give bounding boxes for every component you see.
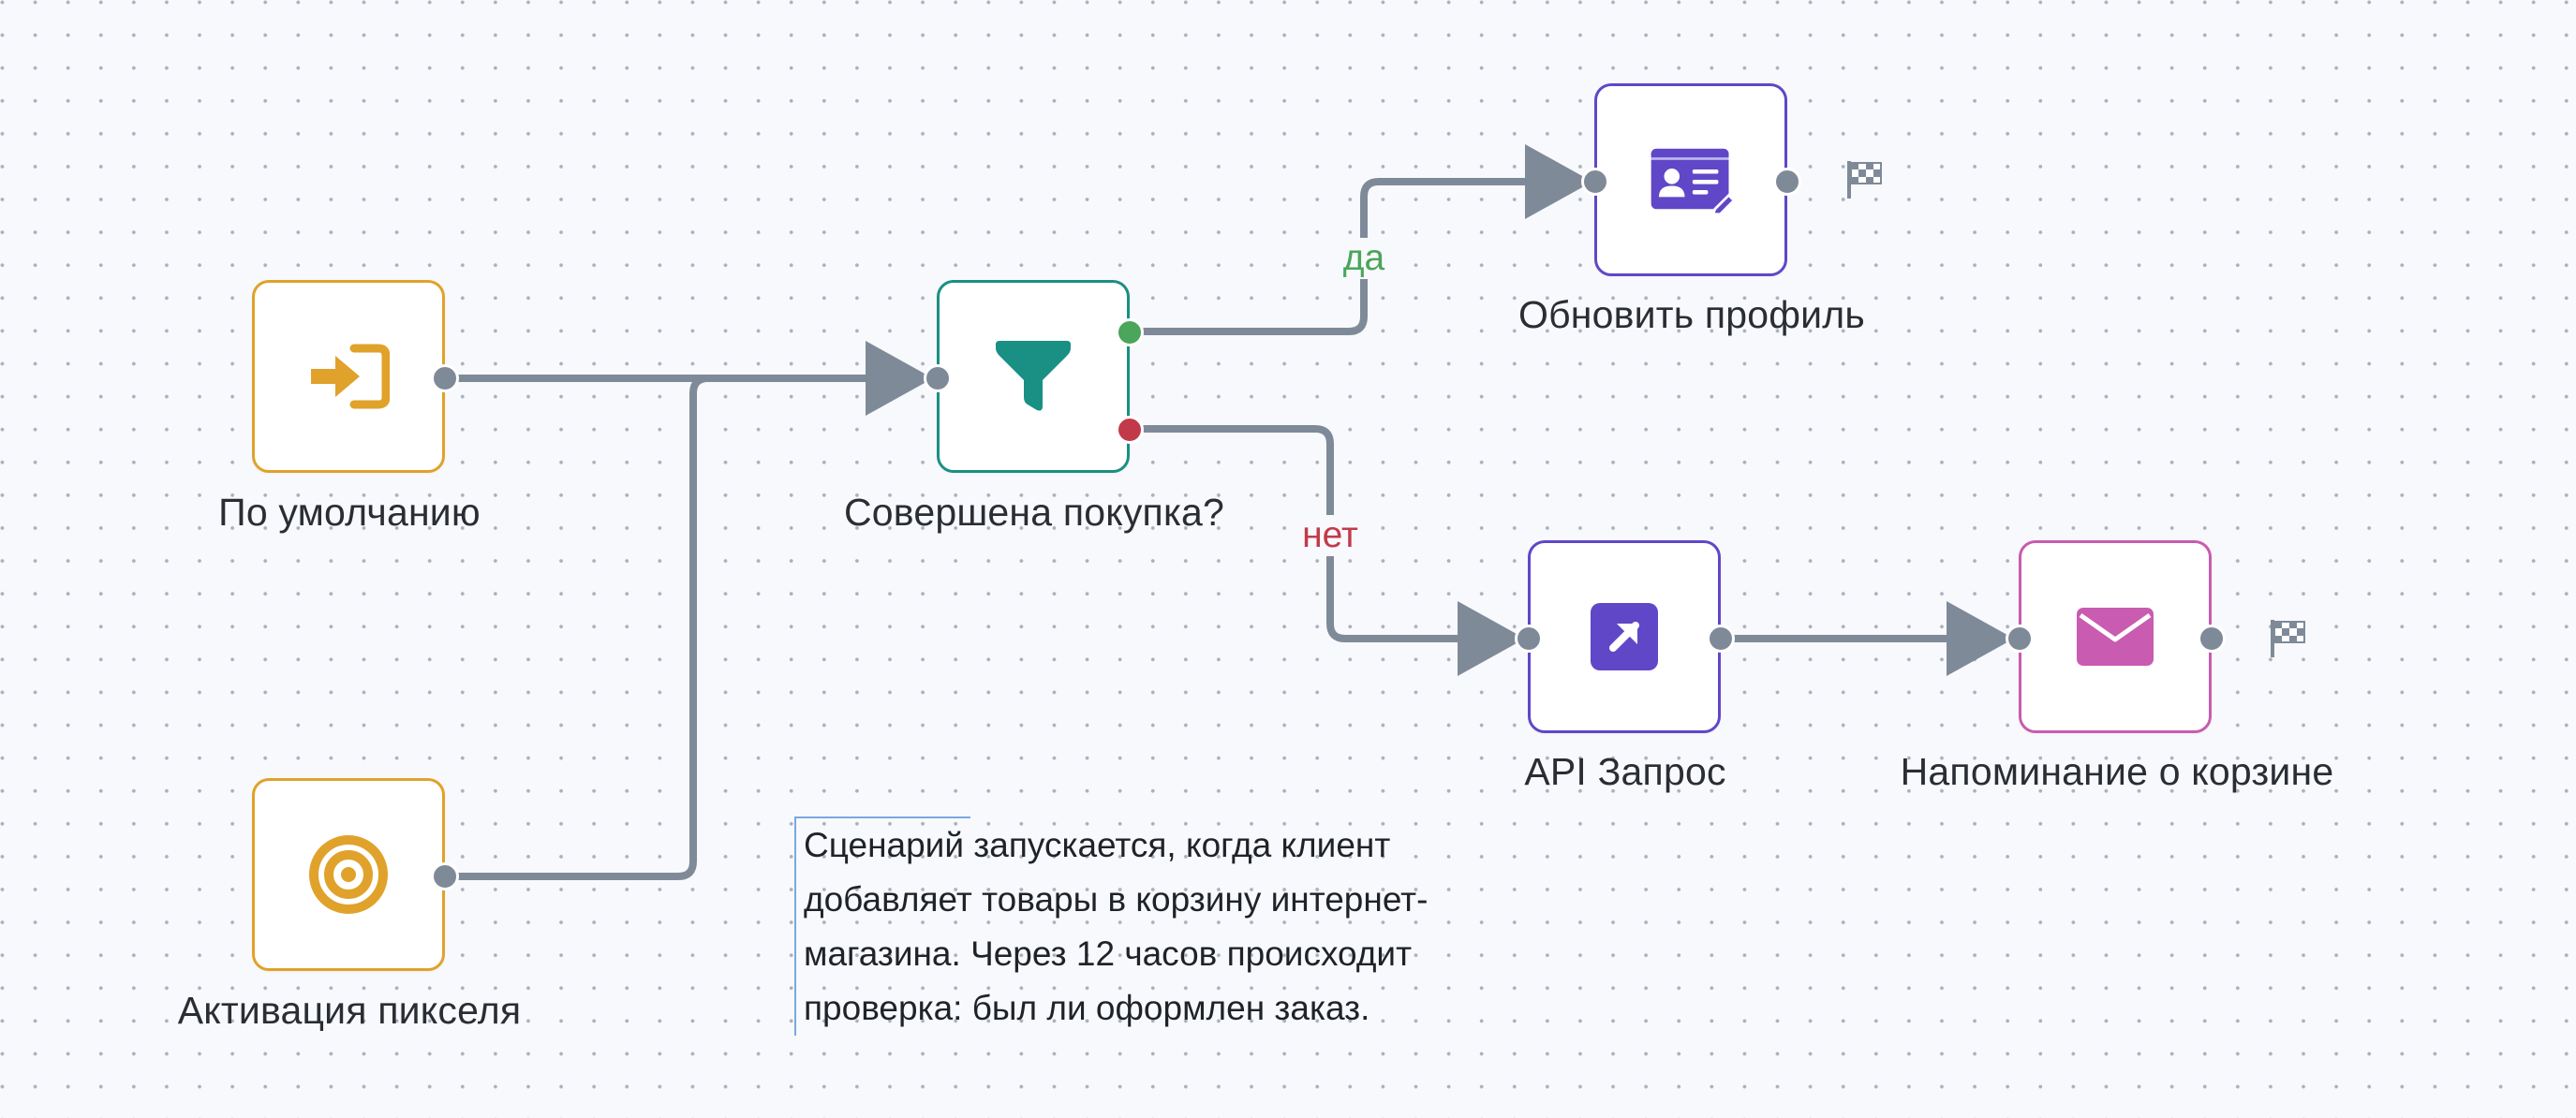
edge-label-no: нет (1298, 515, 1362, 556)
node-label-pixel-activation: Активация пикселя (177, 989, 522, 1032)
node-pixel-activation[interactable] (252, 778, 459, 971)
envelope-icon (2072, 594, 2158, 680)
output-port-yes[interactable] (1116, 318, 1144, 346)
node-cart-reminder[interactable] (2006, 540, 2226, 733)
entry-arrow-icon (305, 333, 392, 419)
target-icon (305, 831, 392, 918)
external-link-icon (1581, 594, 1667, 680)
edge-label-yes: да (1339, 238, 1389, 279)
node-api-request[interactable] (1515, 540, 1735, 733)
note-edit-caret (970, 815, 1514, 820)
output-port[interactable] (2198, 625, 2226, 653)
node-update-profile[interactable] (1581, 83, 1801, 276)
node-label-update-profile: Обновить профиль (1518, 293, 1865, 336)
input-port[interactable] (924, 364, 952, 392)
output-port[interactable] (431, 364, 459, 392)
output-port-no[interactable] (1116, 416, 1144, 444)
output-port[interactable] (1707, 625, 1735, 653)
node-label-purchase-check: Совершена покупка? (843, 491, 1225, 534)
node-label-default-entry: По умолчанию (218, 491, 481, 534)
node-label-cart-reminder: Напоминание о корзине (1900, 750, 2334, 793)
node-default-entry[interactable] (252, 280, 459, 473)
edge-pixel-to-filter[interactable] (453, 375, 922, 880)
input-port[interactable] (2006, 625, 2034, 653)
filter-icon (990, 333, 1076, 419)
checkered-flag-icon (1845, 159, 1883, 200)
input-port[interactable] (1581, 168, 1609, 196)
id-card-edit-icon (1648, 137, 1734, 223)
input-port[interactable] (1515, 625, 1543, 653)
node-purchase-check[interactable] (924, 280, 1144, 473)
checkered-flag-icon (2269, 618, 2306, 659)
output-port[interactable] (431, 862, 459, 890)
output-port[interactable] (1773, 168, 1801, 196)
scenario-note[interactable]: Сценарий запускается, когда клиент добав… (794, 816, 1506, 1036)
node-label-api-request: API Запрос (1524, 750, 1726, 793)
